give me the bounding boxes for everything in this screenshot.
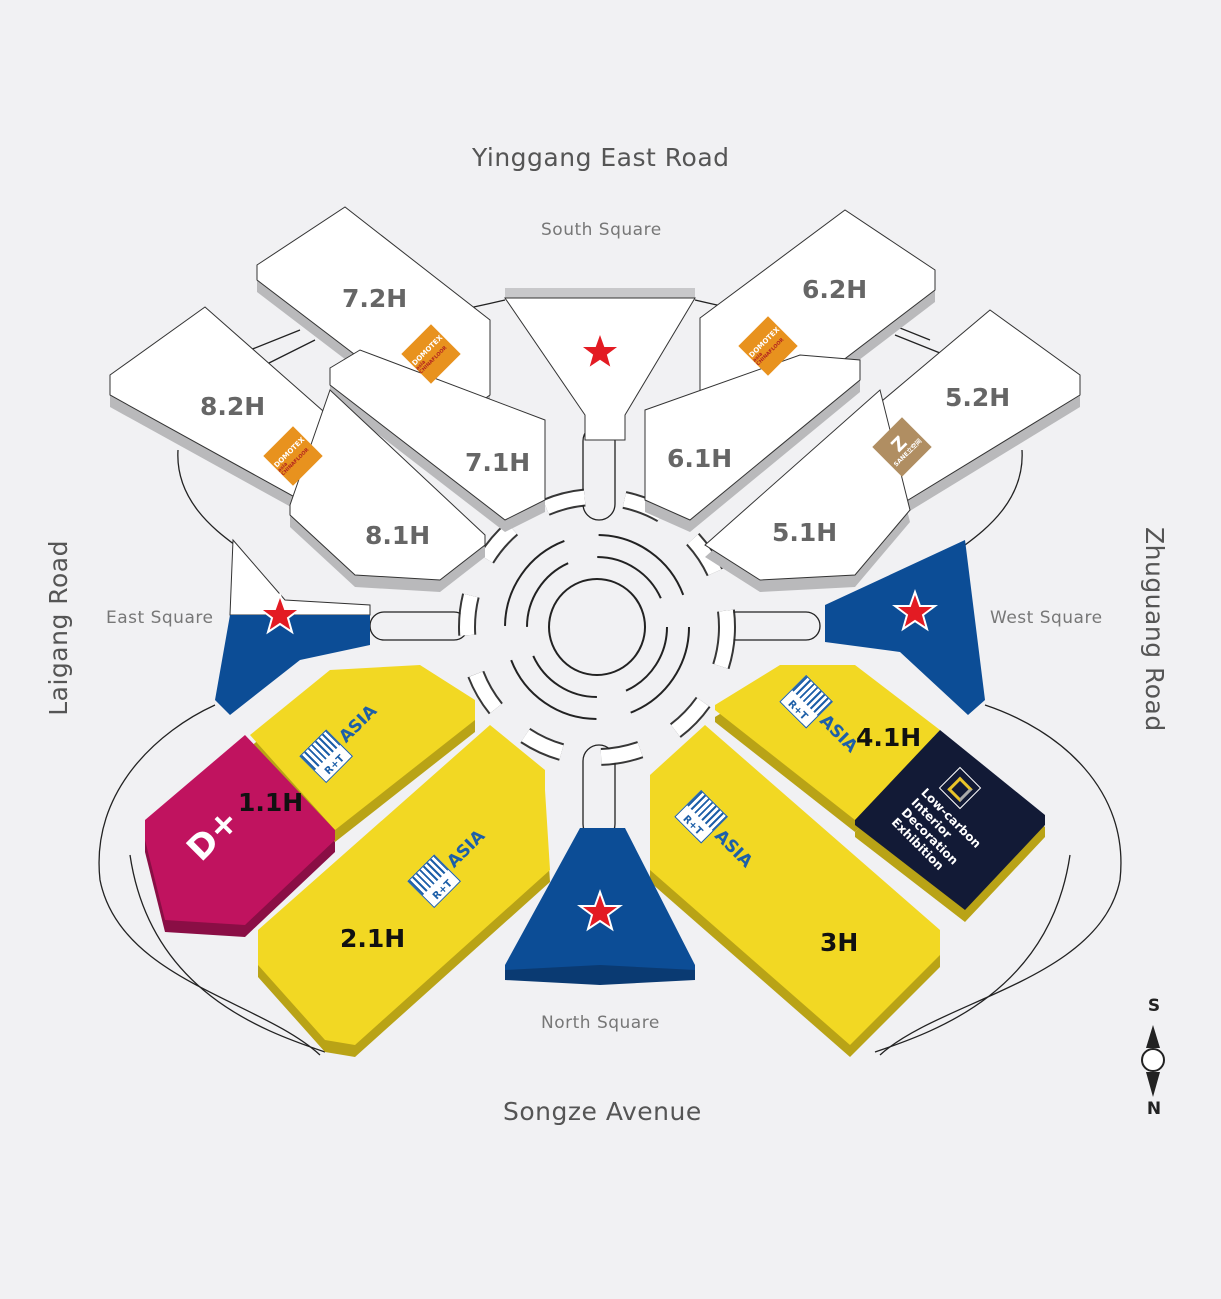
compass-south-label: S [1147, 996, 1161, 1016]
hall-6-2h[interactable]: 6.2H [802, 275, 868, 304]
hall-6-1h[interactable]: 6.1H [667, 444, 733, 473]
north-square-label: North Square [541, 1013, 660, 1033]
central-plaza [458, 488, 736, 766]
south-square-label: South Square [541, 220, 662, 240]
hall-3h[interactable]: 3H [820, 928, 859, 957]
hall-5-1h[interactable]: 5.1H [772, 518, 838, 547]
hall-7-2h[interactable]: 7.2H [342, 284, 408, 313]
colored-halls [145, 665, 1045, 1057]
compass-icon [1141, 1025, 1165, 1097]
star-icon [577, 889, 623, 932]
stars [257, 329, 938, 932]
hall-8-2h[interactable]: 8.2H [200, 392, 266, 421]
west-square-label: West Square [990, 608, 1103, 628]
white-halls [109, 206, 1081, 592]
road-songze: Songze Avenue [503, 1097, 702, 1126]
star-icon [892, 589, 938, 632]
east-square-label: East Square [106, 608, 214, 628]
hall-5-2h[interactable]: 5.2H [945, 383, 1011, 412]
hall-2-1h[interactable]: 2.1H [340, 924, 406, 953]
hall-1-1h[interactable]: 1.1H [238, 788, 304, 817]
hall-7-1h[interactable]: 7.1H [465, 448, 531, 477]
hall-8-1h[interactable]: 8.1H [365, 521, 431, 550]
star-icon [257, 592, 303, 635]
star-icon [577, 329, 623, 372]
road-zhuguang: Zhuguang Road [1140, 527, 1169, 732]
hall-4-1h[interactable]: 4.1H [856, 723, 922, 752]
road-yinggang-east: Yinggang East Road [472, 143, 730, 172]
road-laigang: Laigang Road [44, 540, 73, 716]
compass-north-label: N [1146, 1099, 1162, 1119]
